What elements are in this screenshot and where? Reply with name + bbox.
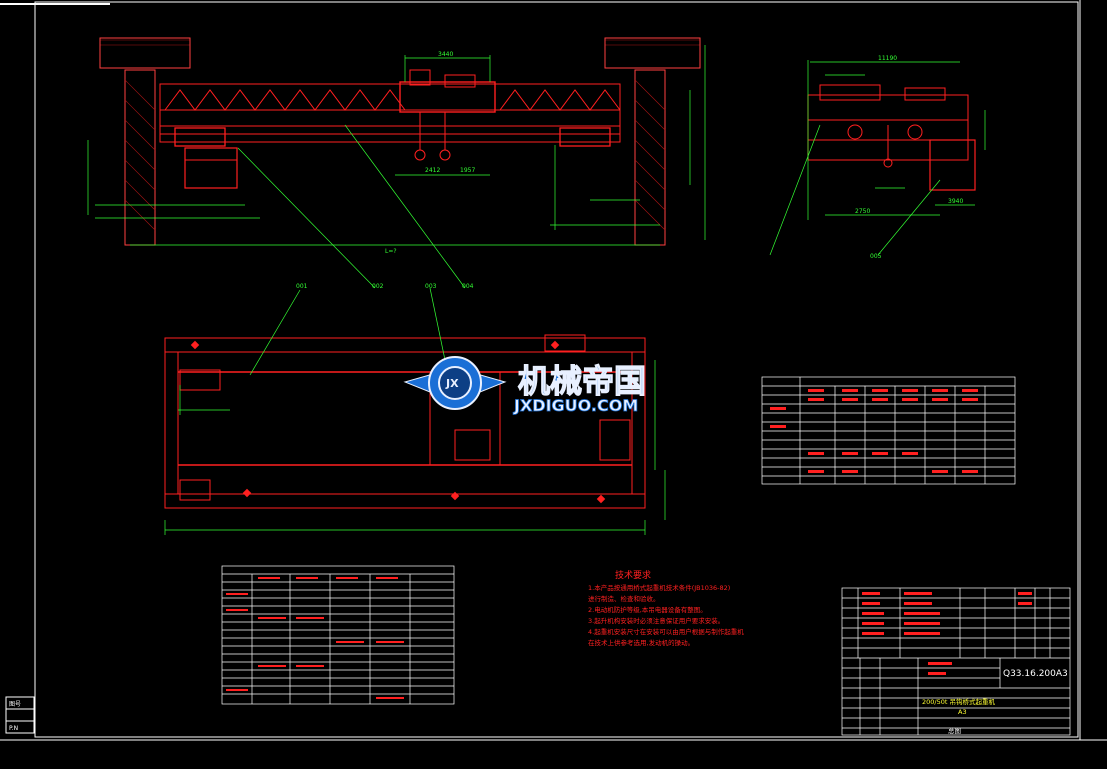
parameter-table-cells [770, 389, 978, 473]
tech-req-line-4: 3.起升机构安装时必须注意保证用户要求安装。 [588, 616, 724, 625]
specification-table [221, 565, 455, 705]
margin-label-bottom: P.N [9, 725, 18, 732]
drawing-number: Q33.16.200A3 [1003, 669, 1068, 679]
left-margin-labels [5, 696, 35, 734]
front-elevation-dimensions [87, 45, 706, 246]
tech-req-heading: 技术要求 [615, 569, 651, 581]
callout-001: 001 [296, 283, 308, 290]
callout-005: 005 [870, 253, 882, 260]
callout-003: 003 [425, 283, 437, 290]
tech-req-line-1: 1.本产品按通用桥式起重机技术条件(JB1036-82) [588, 583, 730, 592]
dim-a: 2412 [425, 167, 440, 174]
margin-label-top: 图号 [9, 701, 21, 708]
dim-b: 1957 [460, 167, 475, 174]
side-elevation-dimensions [807, 60, 986, 220]
dim-side-width: 11190 [878, 55, 897, 62]
dim-top-width: 3440 [438, 51, 453, 58]
dim-span: L=? [385, 248, 397, 255]
drawing-sheet-label: 总图 [948, 726, 961, 735]
parameter-table [761, 376, 1016, 485]
tech-req-line-2: 进行制造、检查和验收。 [588, 594, 660, 603]
watermark-title: 机械帝国 [518, 362, 646, 400]
dim-d: 3940 [948, 198, 963, 205]
title-block [841, 587, 1071, 736]
leader-lines [237, 124, 941, 376]
tech-req-line-5: 4.起重机安装尺寸在安装可以由用户根据与制作起重机 [588, 627, 744, 636]
watermark-badge: JX [445, 377, 459, 390]
dim-c: 2750 [855, 208, 870, 215]
title-block-cells [862, 592, 1032, 675]
plan-view-dimensions [164, 360, 666, 535]
plan-view [164, 334, 646, 509]
tech-req-line-3: 2.电动机防护等级,本吊电器设备有整图。 [588, 605, 707, 614]
watermark-logo [403, 356, 507, 410]
watermark-subtitle: JXDIGUO.COM [513, 396, 638, 415]
callout-002: 002 [372, 283, 384, 290]
specification-table-cells [226, 577, 404, 699]
drawing-scale-note: A3 [958, 708, 967, 716]
tech-req-line-6: 在技术上供参考选用,发动机的操动。 [588, 638, 694, 647]
drawing-border [34, 1, 1079, 738]
plan-view-markers [190, 340, 606, 504]
callout-004: 004 [462, 283, 474, 290]
drawing-name: 200/50t 吊钩桥式起重机 [922, 697, 995, 706]
